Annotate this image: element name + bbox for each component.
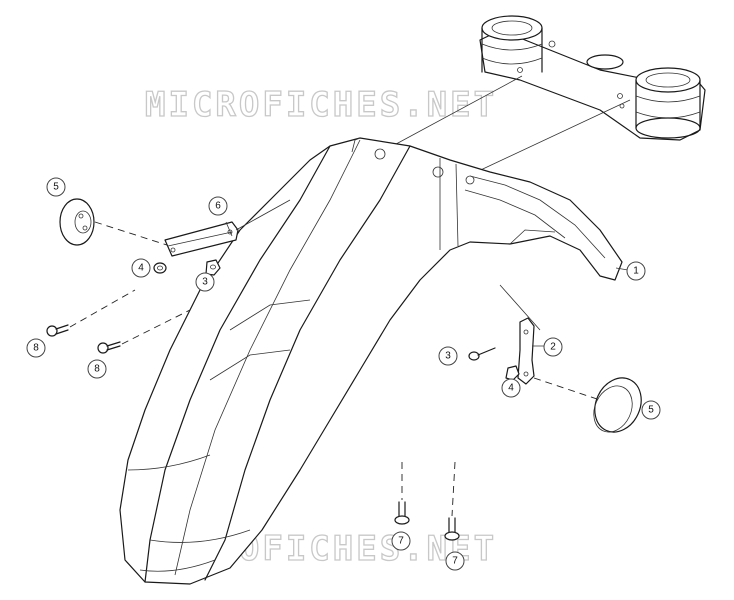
callout-5-left: 5 xyxy=(46,177,66,197)
callout-3-left: 3 xyxy=(195,272,215,292)
callout-3-right: 3 xyxy=(438,346,458,366)
callout-2: 2 xyxy=(543,337,563,357)
clamp-leaders xyxy=(384,75,631,176)
leader-1 xyxy=(615,267,629,271)
callout-4-right: 4 xyxy=(501,378,521,398)
nut-4-right xyxy=(505,365,520,381)
nut-right-of-bracket xyxy=(205,259,221,276)
svg-text:3: 3 xyxy=(445,351,451,362)
svg-text:5: 5 xyxy=(648,405,654,416)
svg-text:4: 4 xyxy=(508,383,514,394)
callout-6: 6 xyxy=(208,196,228,216)
leader-7b xyxy=(451,461,456,517)
front-fender xyxy=(119,137,623,585)
svg-text:1: 1 xyxy=(633,266,639,277)
bracket-left xyxy=(164,221,239,257)
bolt-8a xyxy=(46,324,69,337)
svg-text:3: 3 xyxy=(202,277,208,288)
svg-text:4: 4 xyxy=(138,263,144,274)
bracket-right xyxy=(517,317,535,385)
bolt-3-right xyxy=(468,347,496,361)
callout-8-right: 8 xyxy=(87,359,107,379)
leader-5b xyxy=(533,377,601,401)
svg-text:8: 8 xyxy=(94,364,100,375)
svg-text:6: 6 xyxy=(215,201,221,212)
leader-8a xyxy=(69,289,136,328)
plate-disc-right xyxy=(593,377,642,433)
svg-text:5: 5 xyxy=(53,182,59,193)
svg-text:8: 8 xyxy=(33,343,39,354)
bolt-7a xyxy=(394,501,410,525)
bolt-7b xyxy=(444,517,460,541)
plate-disc-left xyxy=(59,198,95,246)
leader-2 xyxy=(499,284,545,347)
svg-text:7: 7 xyxy=(452,556,458,567)
callout-7-right: 7 xyxy=(445,551,465,571)
leader-8b xyxy=(121,309,191,345)
callout-4-left: 4 xyxy=(131,258,151,278)
nut-left xyxy=(153,262,167,274)
callout-7-left: 7 xyxy=(391,531,411,551)
callout-1: 1 xyxy=(626,261,646,281)
leader-5a xyxy=(94,221,171,247)
svg-text:7: 7 xyxy=(398,536,404,547)
callout-8-left: 8 xyxy=(26,338,46,358)
svg-text:2: 2 xyxy=(550,342,556,353)
bolt-8b xyxy=(97,341,121,354)
callout-5-right: 5 xyxy=(641,400,661,420)
watermark-top: MICROFICHES.NET xyxy=(145,85,497,125)
leader-6 xyxy=(235,199,291,231)
triple-clamp xyxy=(479,15,706,141)
